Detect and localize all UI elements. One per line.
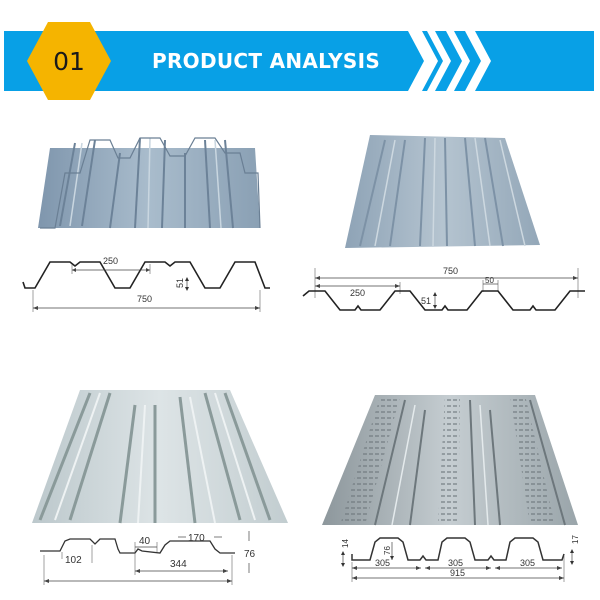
dim-depth-label-2: 51 <box>421 296 431 306</box>
dim-bottom-flange-label: 102 <box>65 555 82 566</box>
dim-depth-label: 51 <box>175 278 185 288</box>
dim-rib-label: 40 <box>139 536 151 547</box>
chevron-arrows-icon <box>408 31 491 91</box>
dim-depth-label-4: 76 <box>383 546 392 555</box>
product-photo-3 <box>30 375 290 525</box>
deck-photo-3-image <box>32 390 288 524</box>
product-photo-4 <box>320 385 580 530</box>
dim-pitch-2-label: 305 <box>448 558 463 568</box>
dim-top-flange-label: 50 <box>485 276 494 285</box>
dim-width-label-4: 915 <box>450 568 465 578</box>
dim-pitch-label-2: 250 <box>350 288 365 298</box>
deck-photo-1-image <box>38 137 261 229</box>
dim-pitch-label: 250 <box>103 256 118 266</box>
profile-drawing-3: 102 40 170 344 76 <box>20 527 270 590</box>
section-number: 01 <box>53 46 85 76</box>
dim-top-label: 170 <box>188 533 205 544</box>
profile-drawing-4: 14 76 305 305 305 915 17 <box>330 532 590 590</box>
dim-pitch-3-label: 305 <box>520 558 535 568</box>
profile-drawing-2: 750 250 50 51 <box>295 258 590 328</box>
section-banner: 01 PRODUCT ANALYSIS <box>0 22 600 100</box>
hexagon-badge-icon <box>27 22 111 100</box>
dim-edge-left-label: 14 <box>341 539 350 548</box>
dim-edge-right-label: 17 <box>571 535 580 544</box>
dim-pitch-1-label: 305 <box>375 558 390 568</box>
deck-photo-2-image <box>345 135 540 248</box>
dim-width-label: 750 <box>137 294 152 304</box>
dim-width-label-2: 750 <box>443 266 458 276</box>
product-photo-1 <box>20 128 280 238</box>
dim-pitch-label-3: 344 <box>170 559 187 570</box>
dim-depth-label-3: 76 <box>244 549 256 560</box>
deck-photo-4-image <box>322 395 578 526</box>
profile-drawing-1: 250 51 750 <box>15 250 275 315</box>
banner-title: PRODUCT ANALYSIS <box>152 49 381 73</box>
product-photo-2 <box>335 130 565 250</box>
